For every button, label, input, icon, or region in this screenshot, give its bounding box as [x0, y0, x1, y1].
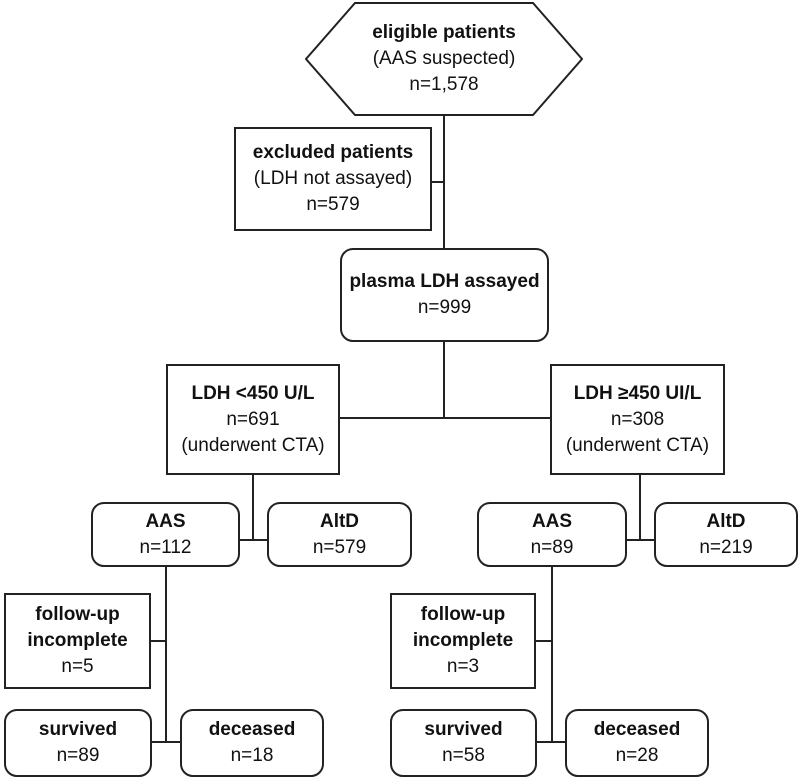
- low-deceased-title: deceased: [208, 719, 296, 740]
- low-survived-title: survived: [38, 719, 118, 740]
- low-altd-count: n=579: [312, 536, 367, 558]
- high-ldh-node: LDH ≥450 UI/L n=308 (underwent CTA): [550, 364, 725, 475]
- low-survived-node: survived n=89: [4, 709, 152, 777]
- low-ldh-title: LDH <450 U/L: [191, 382, 315, 404]
- low-followup-count: n=5: [61, 656, 94, 677]
- low-ldh-note: (underwent CTA): [181, 434, 325, 456]
- high-ldh-note: (underwent CTA): [565, 434, 710, 456]
- low-followup-title-2: incomplete: [27, 630, 128, 651]
- high-aas-node: AAS n=89: [477, 502, 627, 567]
- excluded-patients-node: excluded patients (LDH not assayed) n=57…: [234, 127, 432, 231]
- low-followup-node: follow-up incomplete n=5: [4, 593, 151, 689]
- high-followup-node: follow-up incomplete n=3: [390, 593, 536, 689]
- high-aas-count: n=89: [530, 536, 574, 558]
- assayed-title: plasma LDH assayed: [349, 271, 540, 292]
- low-aas-node: AAS n=112: [91, 502, 240, 567]
- eligible-note: (AAS suspected): [372, 48, 516, 69]
- excluded-title: excluded patients: [252, 142, 414, 163]
- high-altd-title: AltD: [706, 510, 746, 532]
- high-deceased-title: deceased: [593, 719, 681, 740]
- high-deceased-count: n=28: [615, 745, 659, 766]
- low-deceased-node: deceased n=18: [180, 709, 324, 777]
- high-followup-count: n=3: [446, 656, 480, 677]
- high-deceased-node: deceased n=28: [565, 709, 709, 777]
- high-followup-title-1: follow-up: [420, 604, 506, 625]
- low-followup-title-1: follow-up: [35, 604, 120, 625]
- high-ldh-title: LDH ≥450 UI/L: [573, 382, 702, 404]
- low-deceased-count: n=18: [230, 745, 274, 766]
- low-aas-title: AAS: [145, 510, 186, 532]
- assayed-count: n=999: [417, 297, 472, 318]
- low-ldh-node: LDH <450 U/L n=691 (underwent CTA): [166, 364, 340, 475]
- ldh-assayed-node: plasma LDH assayed n=999: [340, 248, 549, 342]
- high-altd-node: AltD n=219: [654, 502, 798, 567]
- low-ldh-count: n=691: [226, 408, 280, 430]
- hexagon-shape: [305, 2, 583, 116]
- excluded-count: n=579: [306, 194, 360, 215]
- eligible-title: eligible patients: [372, 22, 516, 43]
- high-survived-node: survived n=58: [390, 709, 537, 777]
- high-altd-count: n=219: [699, 536, 753, 558]
- high-followup-title-2: incomplete: [412, 630, 514, 651]
- low-survived-count: n=89: [56, 745, 100, 766]
- low-aas-count: n=112: [139, 536, 192, 558]
- high-survived-title: survived: [424, 719, 503, 740]
- high-survived-count: n=58: [442, 745, 485, 766]
- excluded-note: (LDH not assayed): [253, 168, 413, 189]
- low-altd-title: AltD: [319, 510, 360, 532]
- low-altd-node: AltD n=579: [267, 502, 412, 567]
- eligible-patients-node: eligible patients (AAS suspected) n=1,57…: [305, 2, 583, 116]
- high-ldh-count: n=308: [610, 408, 665, 430]
- high-aas-title: AAS: [531, 510, 573, 532]
- eligible-count: n=1,578: [409, 74, 479, 95]
